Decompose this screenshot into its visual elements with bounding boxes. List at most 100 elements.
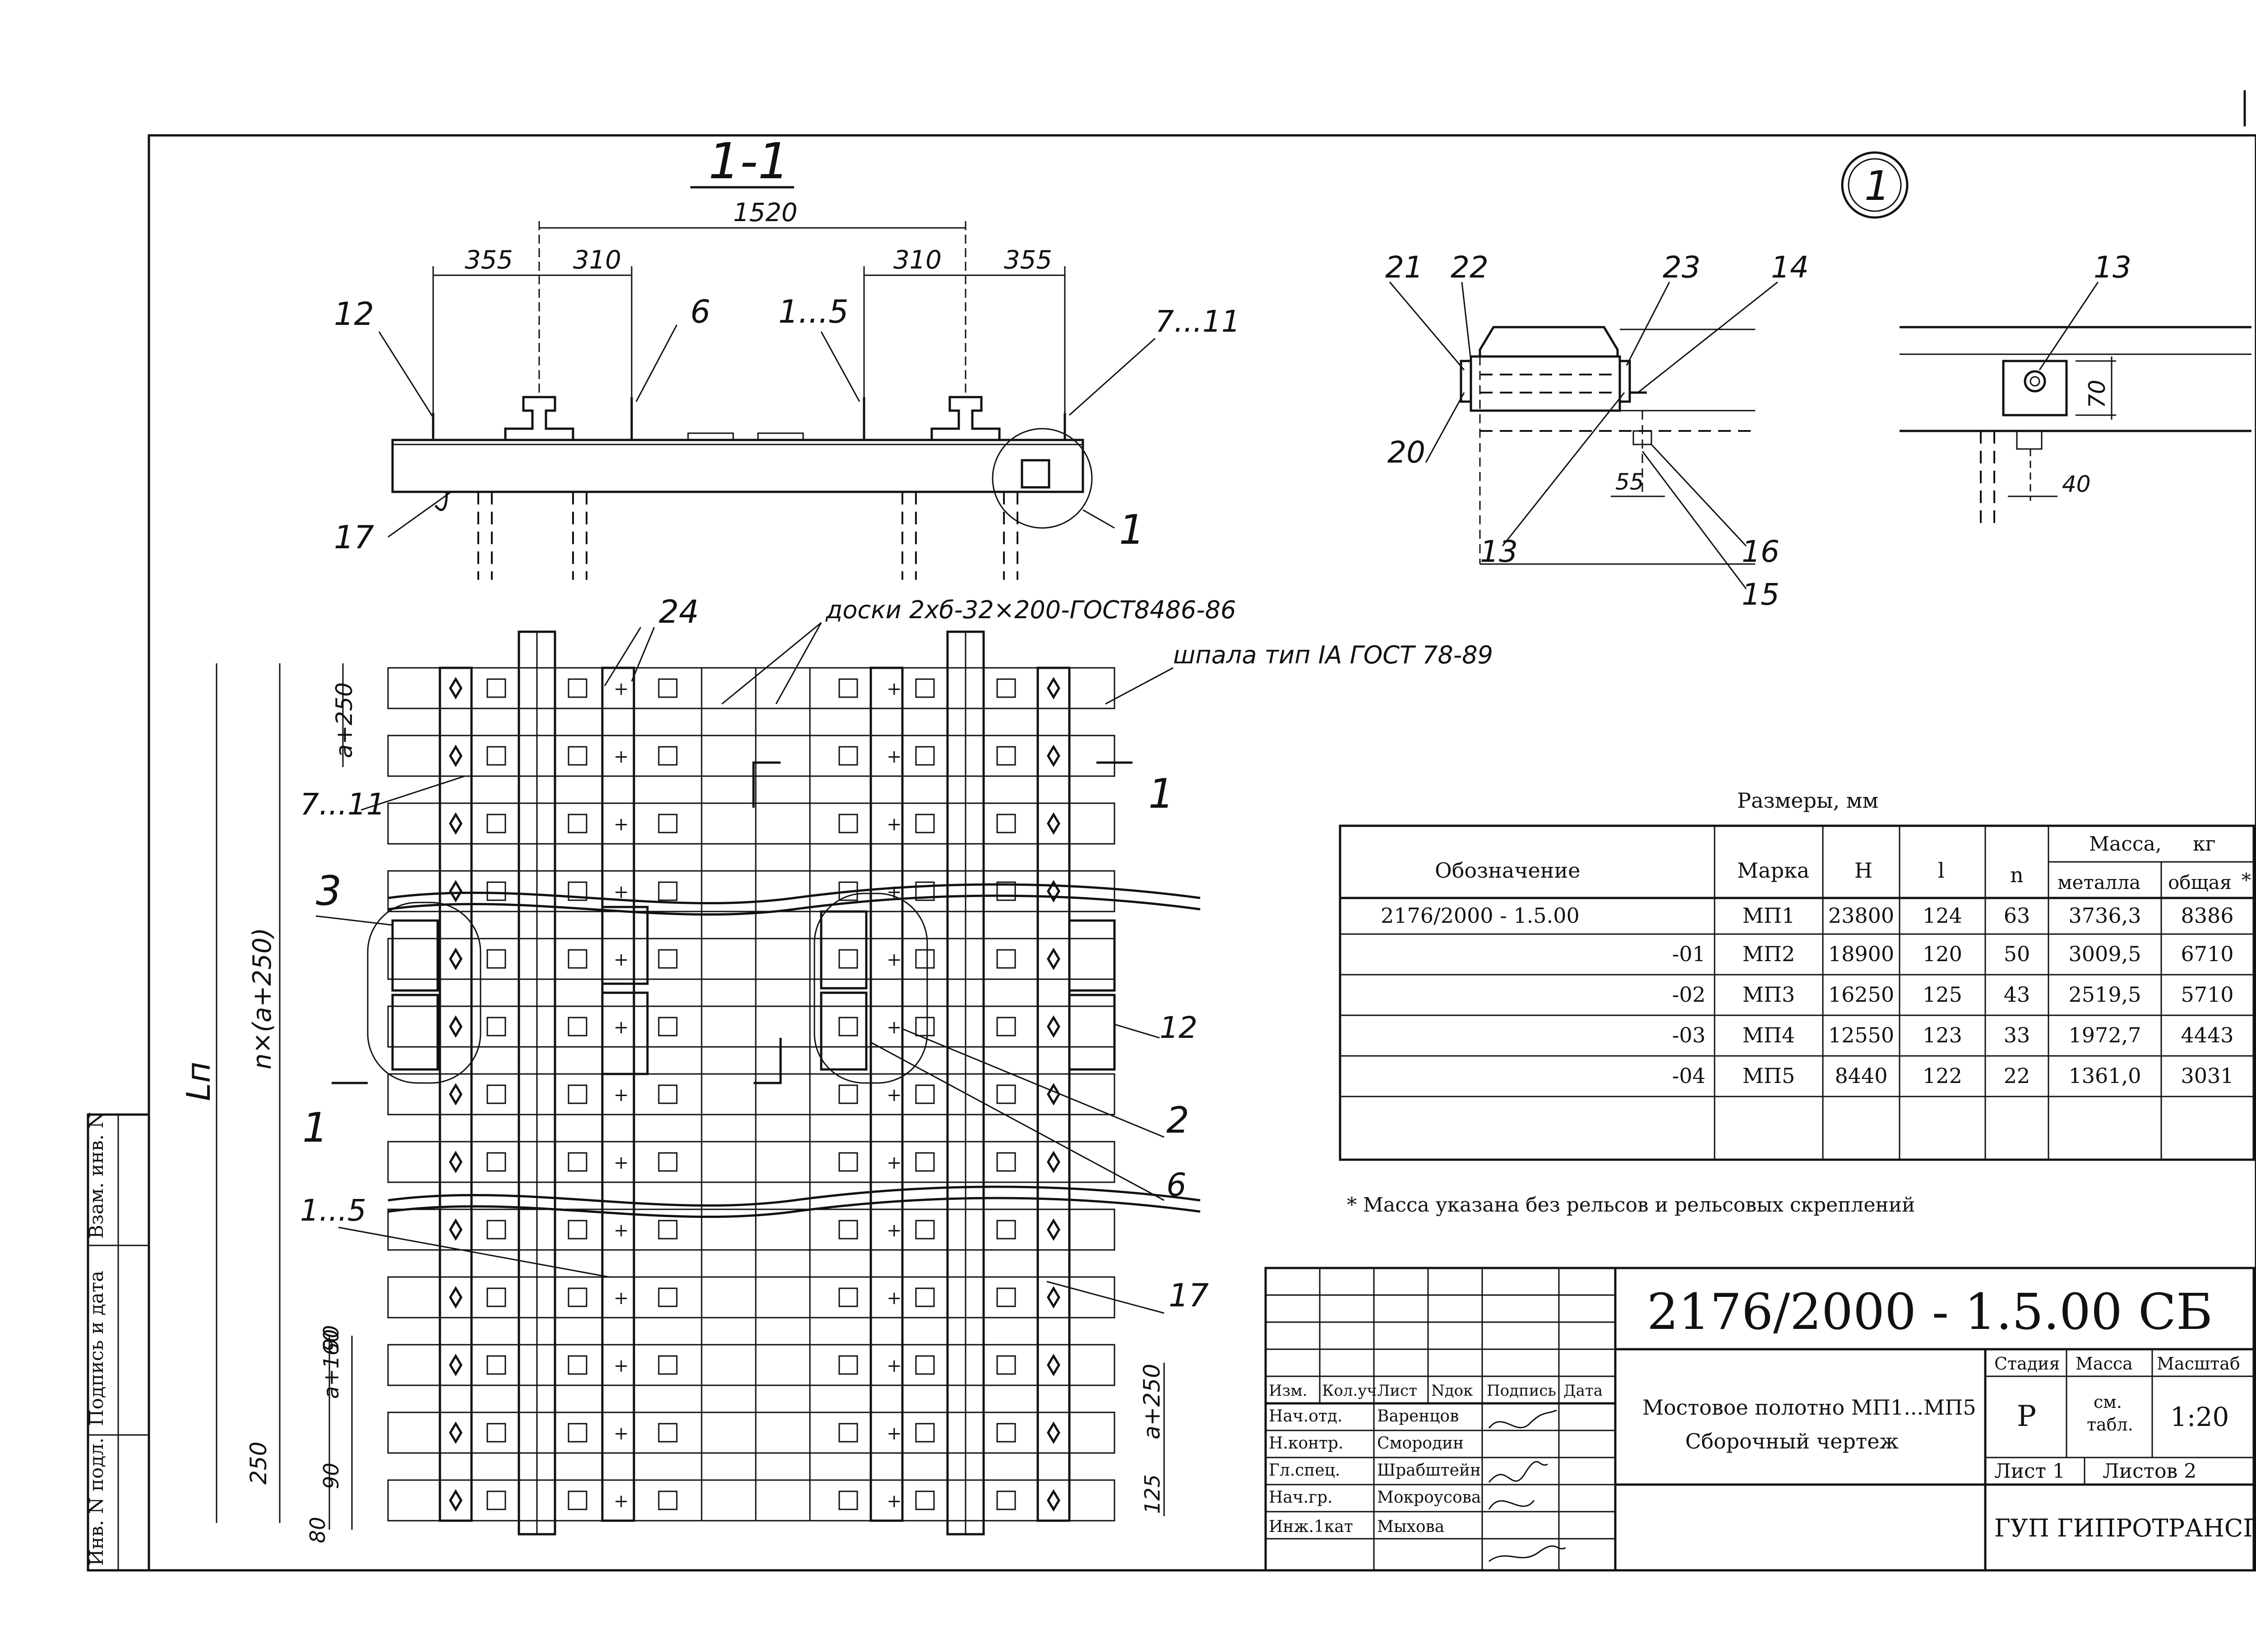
bolt-mark <box>449 1421 462 1444</box>
callout-7-11: 7...11 <box>1155 304 1240 339</box>
sleeper-opening <box>996 1423 1016 1443</box>
callout-6: 6 <box>690 293 711 330</box>
dim-250: 250 <box>245 1442 272 1485</box>
dim-310-right: 310 <box>893 245 942 275</box>
sleeper-opening <box>658 949 678 969</box>
dim-a-250-top: a+250 <box>331 682 357 758</box>
plan-callout-7-11: 7...11 <box>300 787 385 822</box>
dim-40: 40 <box>2062 471 2091 497</box>
sleeper-opening <box>996 949 1016 969</box>
table-cell: 3031 <box>2181 1064 2233 1088</box>
sleeper-opening <box>568 1423 587 1443</box>
bolt-mark <box>449 1015 462 1038</box>
sleeper-opening <box>996 746 1016 766</box>
dim-70: 70 <box>2084 379 2110 408</box>
callout-16: 16 <box>1742 534 1780 569</box>
fastener-mark: + <box>614 679 629 699</box>
sleeper-opening <box>486 814 506 833</box>
sleeper-opening <box>568 1084 587 1104</box>
sleeper-opening <box>658 1287 678 1307</box>
sleeper-opening <box>838 1017 858 1037</box>
callout-12: 12 <box>334 296 374 333</box>
th-H: H <box>1854 858 1872 883</box>
sleeper-opening <box>568 678 587 698</box>
sleeper-opening <box>838 949 858 969</box>
table-cell: 124 <box>1923 903 1962 928</box>
sleeper-opening <box>996 814 1016 833</box>
sleeper-opening <box>838 1355 858 1375</box>
stamp-name: Мокроусова <box>1377 1488 1481 1507</box>
table-cell: МП1 <box>1743 903 1795 928</box>
bolt-mark <box>1047 1015 1060 1038</box>
bolt-mark <box>1047 745 1060 767</box>
bolt-mark <box>1047 1421 1060 1444</box>
sleeper-opening <box>486 1152 506 1172</box>
dim-55: 55 <box>1615 469 1644 495</box>
th-metal: металла <box>2057 871 2140 893</box>
stamp-role: Инж.1кат <box>1269 1518 1353 1536</box>
callout-13-left: 13 <box>1480 534 1518 569</box>
dim-n-a-250: n×(a+250) <box>248 928 277 1069</box>
bolt-mark <box>449 1151 462 1173</box>
title-block: Изм. Кол.уч Лист Nдок Подпись Дата Нач.о… <box>1264 1267 2256 1572</box>
fastener-mark: + <box>614 949 629 970</box>
detail-1: 1 70 40 21 22 23 <box>1385 151 2251 612</box>
sheet-frame <box>87 90 2256 1572</box>
mass-value-2: табл. <box>2087 1415 2133 1435</box>
fastener-mark: + <box>614 814 629 835</box>
th-mark: Марка <box>1737 858 1809 883</box>
fastener-mark: + <box>887 1288 902 1309</box>
table-footnote: * Масса указана без рельсов и рельсовых … <box>1347 1194 1915 1217</box>
dim-90-a: 90 <box>319 1462 343 1489</box>
dim-310-left: 310 <box>573 245 621 275</box>
sleeper-opening <box>838 1423 858 1443</box>
fastener-mark: + <box>887 1423 902 1444</box>
sleeper-opening <box>915 1355 935 1375</box>
plan-callout-6: 6 <box>1166 1166 1187 1203</box>
table-cell: 16250 <box>1828 982 1894 1007</box>
table-cell: 2176/2000 - 1.5.00 <box>1381 903 1580 928</box>
fastener-mark: + <box>614 746 629 767</box>
bolt-mark <box>1047 1151 1060 1173</box>
plan-callout-12: 12 <box>1160 1010 1197 1045</box>
sleeper-opening <box>996 1287 1016 1307</box>
bolt-mark <box>1047 1354 1060 1376</box>
callout-14: 14 <box>1771 250 1809 285</box>
bolt-mark <box>1047 1286 1060 1309</box>
callout-1-5: 1...5 <box>778 293 849 330</box>
sleeper-opening <box>658 1490 678 1510</box>
bolt-mark <box>1047 948 1060 970</box>
bolt-mark <box>449 1489 462 1512</box>
th-total: общая <box>2168 871 2232 893</box>
sleeper-opening <box>838 1084 858 1104</box>
stamp-name: Шрабштейн <box>1377 1461 1481 1480</box>
sleeper-opening <box>568 949 587 969</box>
bolt-mark <box>1047 880 1060 902</box>
dim-a-160: a+160 <box>319 1329 343 1399</box>
scale-label: Масштаб <box>2157 1354 2240 1374</box>
plan-callout-17: 17 <box>1169 1277 1209 1314</box>
bolt-mark <box>1047 1218 1060 1241</box>
bolt-mark <box>1047 1489 1060 1512</box>
title-line1: Мостовое полотно МП1...МП5 <box>1642 1395 1976 1420</box>
stamp-col-sign: Подпись <box>1487 1382 1556 1400</box>
bolt-mark <box>1047 812 1060 835</box>
dim-90-b: 90 <box>319 1325 343 1351</box>
table-cell: МП2 <box>1743 942 1795 966</box>
stage-label: Стадия <box>1994 1354 2060 1374</box>
sleeper-opening <box>996 678 1016 698</box>
bolt-mark <box>449 948 462 970</box>
table-cell: 125 <box>1923 982 1962 1007</box>
sleeper-opening <box>658 1220 678 1240</box>
table-cell: 2519,5 <box>2069 982 2141 1007</box>
fastener-mark: + <box>887 814 902 835</box>
sleeper-opening <box>838 1490 858 1510</box>
callout-21: 21 <box>1385 250 1423 285</box>
sheet-number: Лист 1 <box>1994 1460 2065 1483</box>
sleeper-opening <box>486 1490 506 1510</box>
bolt-mark <box>449 1286 462 1309</box>
table-cell: 63 <box>2004 903 2030 928</box>
sleeper-opening <box>838 678 858 698</box>
